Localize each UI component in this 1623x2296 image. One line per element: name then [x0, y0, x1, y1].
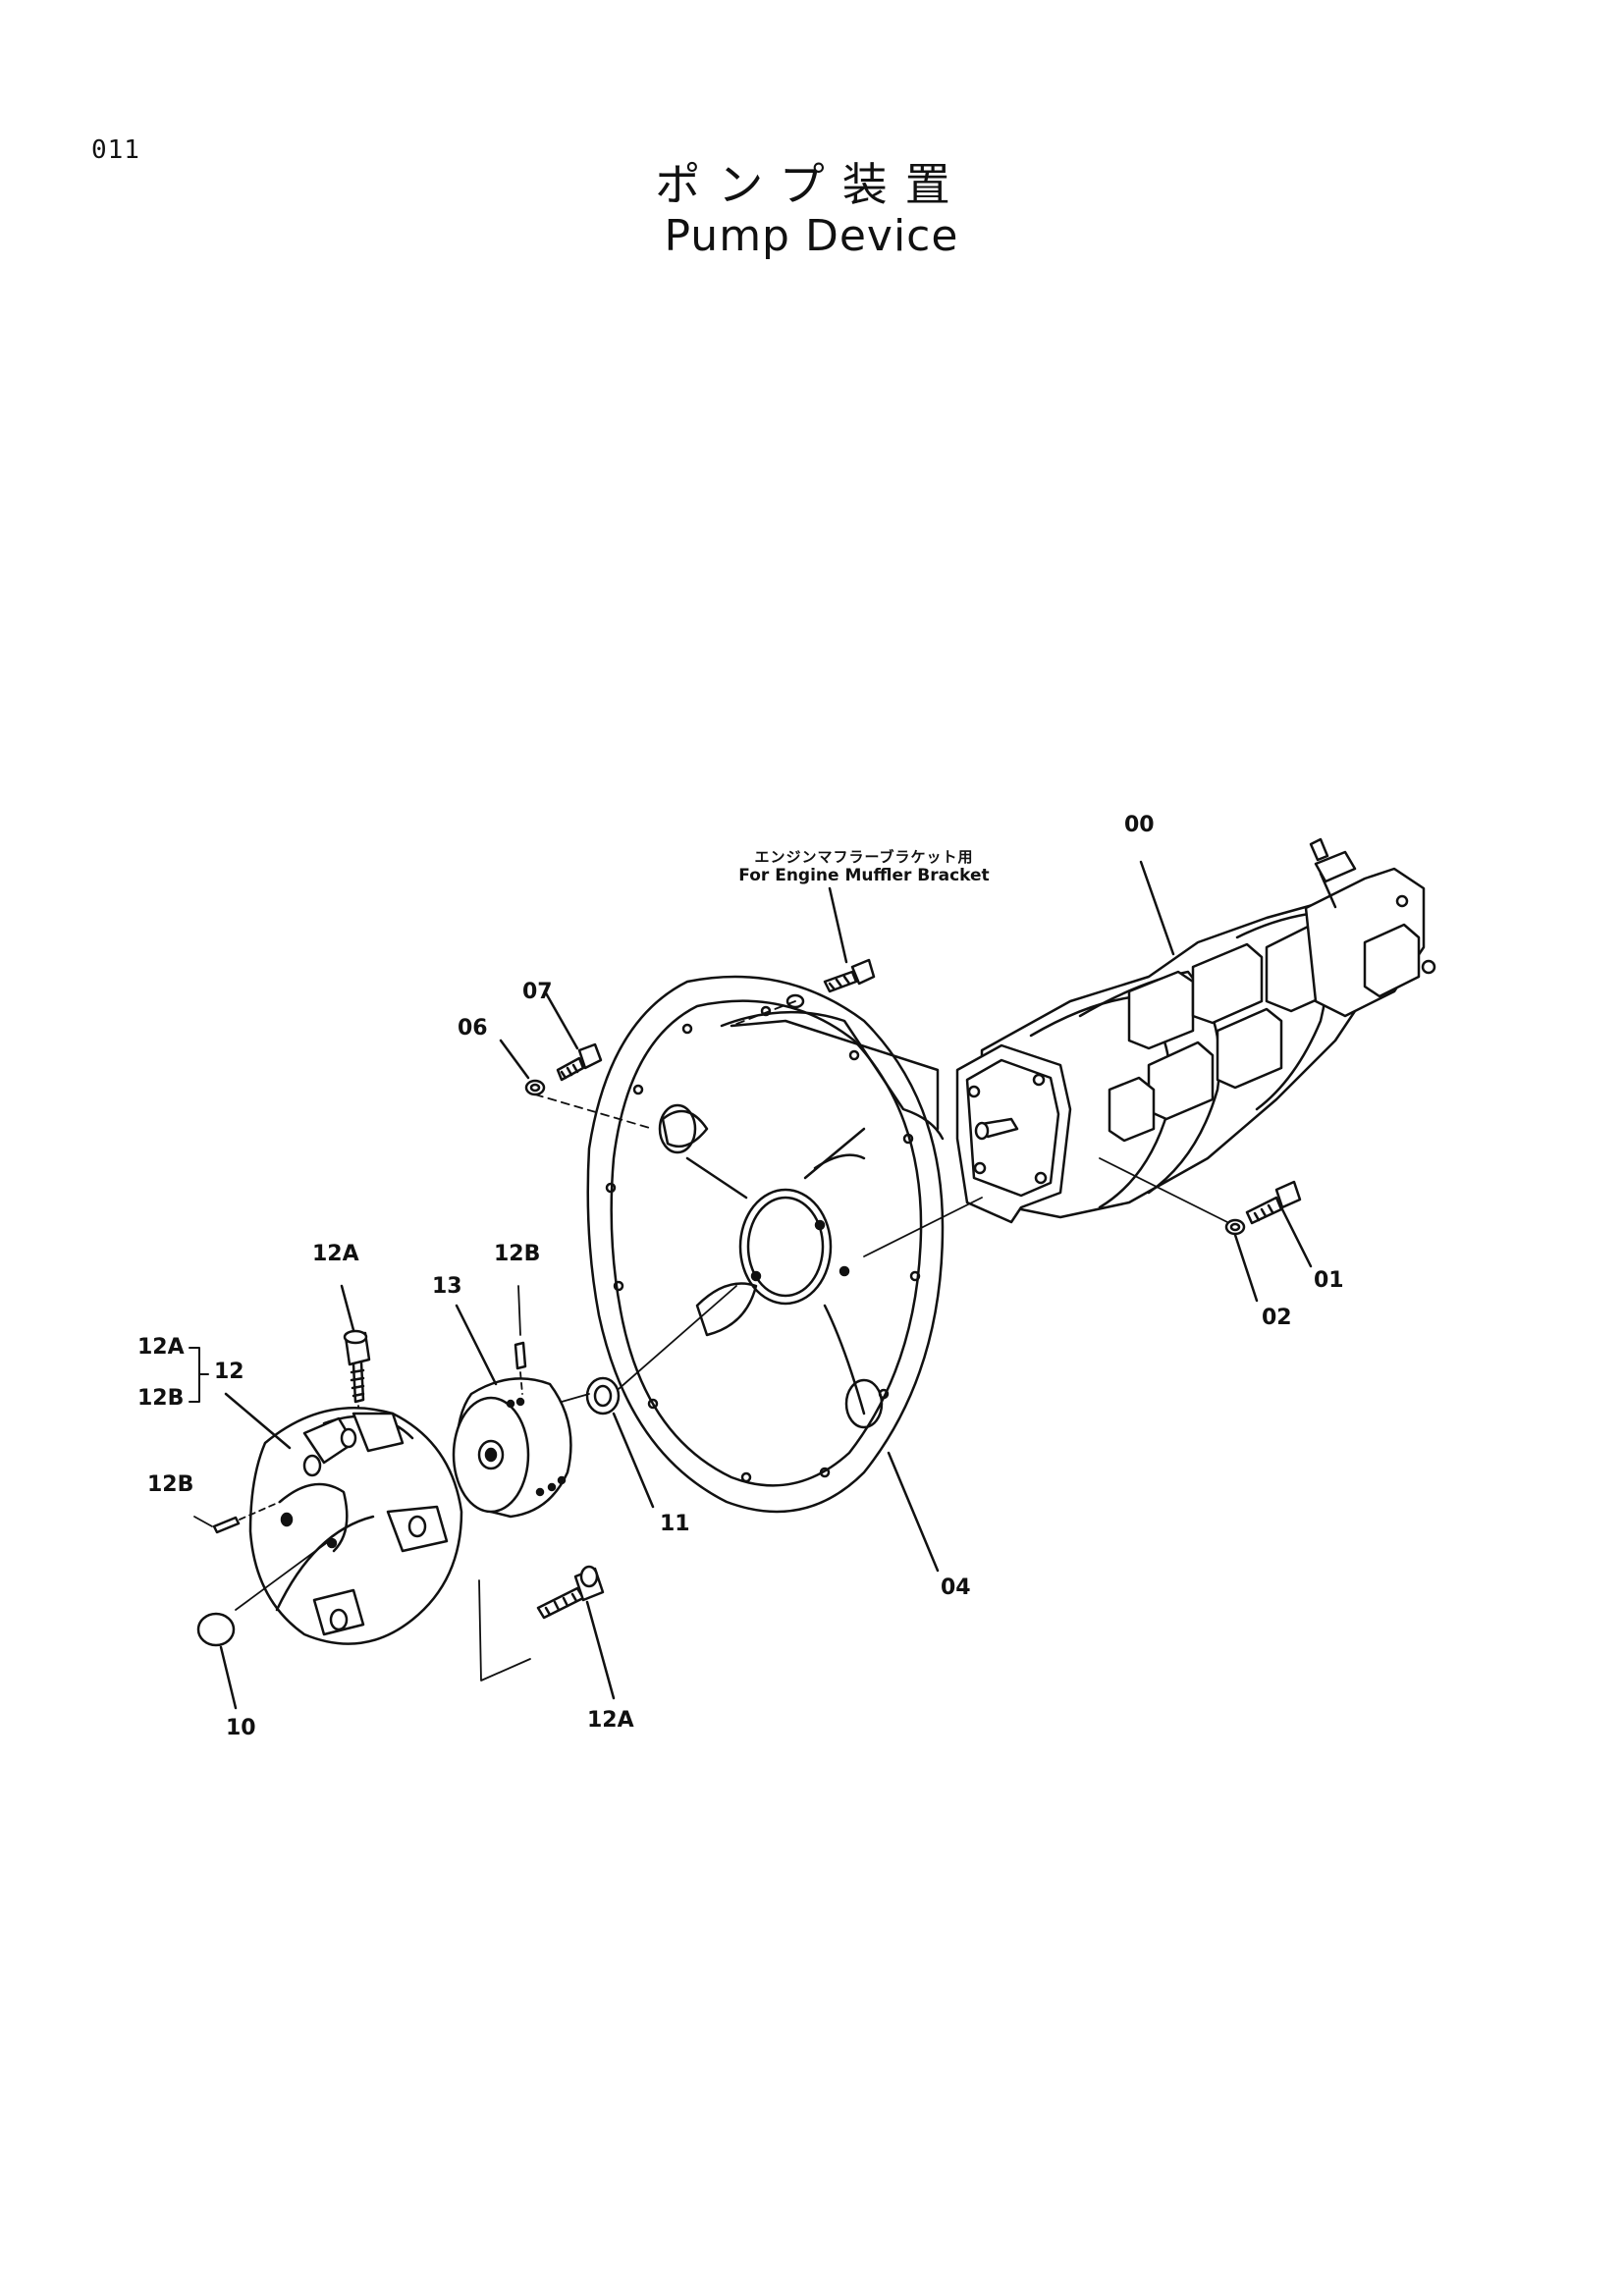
- bolt-07: [543, 989, 603, 1082]
- label-04: 04: [941, 1575, 971, 1600]
- label-00: 00: [1124, 813, 1155, 837]
- hub-13: [452, 1304, 572, 1519]
- label-02: 02: [1262, 1306, 1292, 1330]
- pin-12b-top: [514, 1285, 527, 1395]
- label-07: 07: [522, 980, 553, 1004]
- muffler-bracket-note-japanese: エンジンマフラーブラケット用: [754, 848, 974, 866]
- pump-unit: [955, 837, 1436, 1224]
- label-12b-group: 12B: [137, 1386, 185, 1411]
- muffler-bracket-note: For Engine Muffler Bracket: [738, 866, 990, 885]
- plug-10: [196, 1612, 238, 1710]
- washer-02: [1099, 1157, 1259, 1303]
- group-bracket: [189, 1347, 209, 1403]
- label-12: 12: [214, 1360, 244, 1384]
- coupling-12: [224, 1392, 463, 1645]
- pin-12b-left: [193, 1501, 281, 1534]
- flywheel-housing: [586, 975, 983, 1573]
- muffler-bracket-bolt: [730, 886, 876, 1027]
- label-12a-group: 12A: [137, 1335, 185, 1360]
- washer-06: [499, 1039, 654, 1130]
- label-12b-left: 12B: [147, 1472, 194, 1497]
- label-12b-top: 12B: [494, 1242, 541, 1266]
- bolt-12a-bottom: [478, 1565, 616, 1700]
- label-12a-top: 12A: [312, 1242, 359, 1266]
- label-01: 01: [1314, 1268, 1344, 1293]
- label-11: 11: [660, 1512, 690, 1536]
- page-number: 011: [91, 135, 140, 165]
- label-13: 13: [432, 1274, 462, 1299]
- label-12a-bottom: 12A: [587, 1708, 634, 1733]
- page-title: Pump Device: [664, 211, 959, 261]
- label-10: 10: [226, 1716, 256, 1740]
- label-06: 06: [458, 1016, 488, 1041]
- bolt-01: [1245, 1180, 1313, 1268]
- page-title-japanese: ポンプ装置: [655, 158, 968, 211]
